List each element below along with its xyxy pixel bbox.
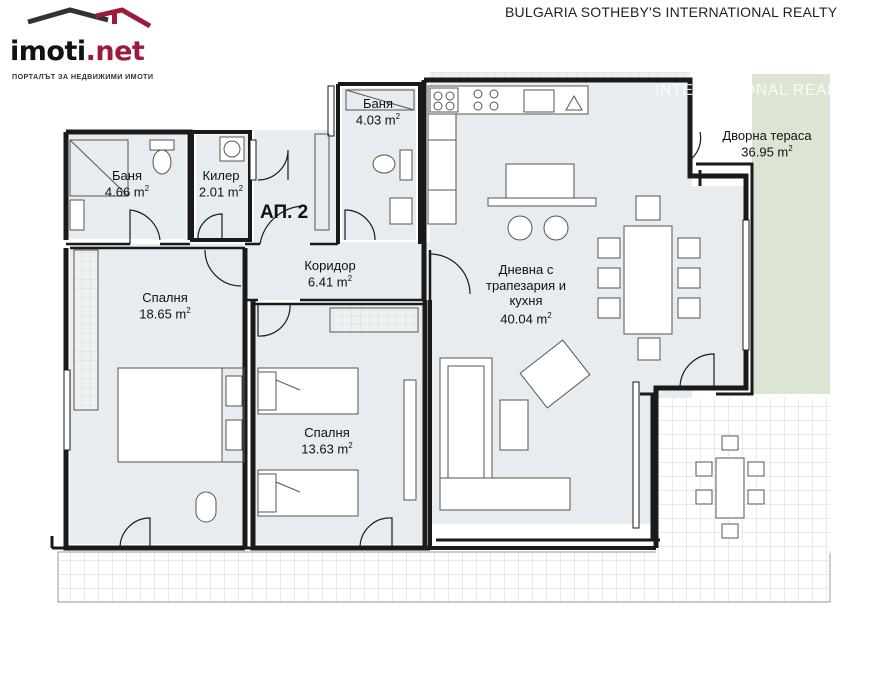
watermark-text: INTERNATIONAL REALTY — [655, 82, 857, 99]
brand-name-main: imoti — [10, 36, 86, 67]
room-label-living: Дневна с трапезария и кухня 40.04 m2 — [486, 262, 566, 327]
brand-name-domain: .net — [85, 36, 145, 67]
agency-name: BULGARIA SOTHEBY'S INTERNATIONAL REALTY — [505, 4, 838, 20]
brand-logo[interactable]: imoti.net ПОРТАЛЪТ ЗА НЕДВИЖИМИ ИМОТИ — [10, 6, 170, 86]
garden-area — [752, 74, 830, 394]
room-label-bedroom-2: Спалня 13.63 m2 — [301, 425, 353, 456]
brand-tagline: ПОРТАЛЪТ ЗА НЕДВИЖИМИ ИМОТИ — [12, 72, 154, 81]
room-label-bathroom-2: Баня 4.03 m2 — [355, 96, 401, 127]
bottom-terrace — [57, 551, 831, 603]
room-label-pantry: Килер 2.01 m2 — [198, 168, 244, 199]
brand-name: imoti.net — [10, 36, 145, 67]
apartment-label: АП. 2 — [260, 202, 309, 223]
brand-house-icon — [27, 7, 152, 29]
room-label-bedroom-1: Спалня 18.65 m2 — [139, 290, 191, 321]
room-label-garden-terrace: Дворна тераса 36.95 m2 — [722, 128, 812, 159]
room-label-bathroom-1: Баня 4.66 m2 — [104, 168, 150, 199]
room-label-corridor: Коридор 6.41 m2 — [304, 258, 356, 289]
